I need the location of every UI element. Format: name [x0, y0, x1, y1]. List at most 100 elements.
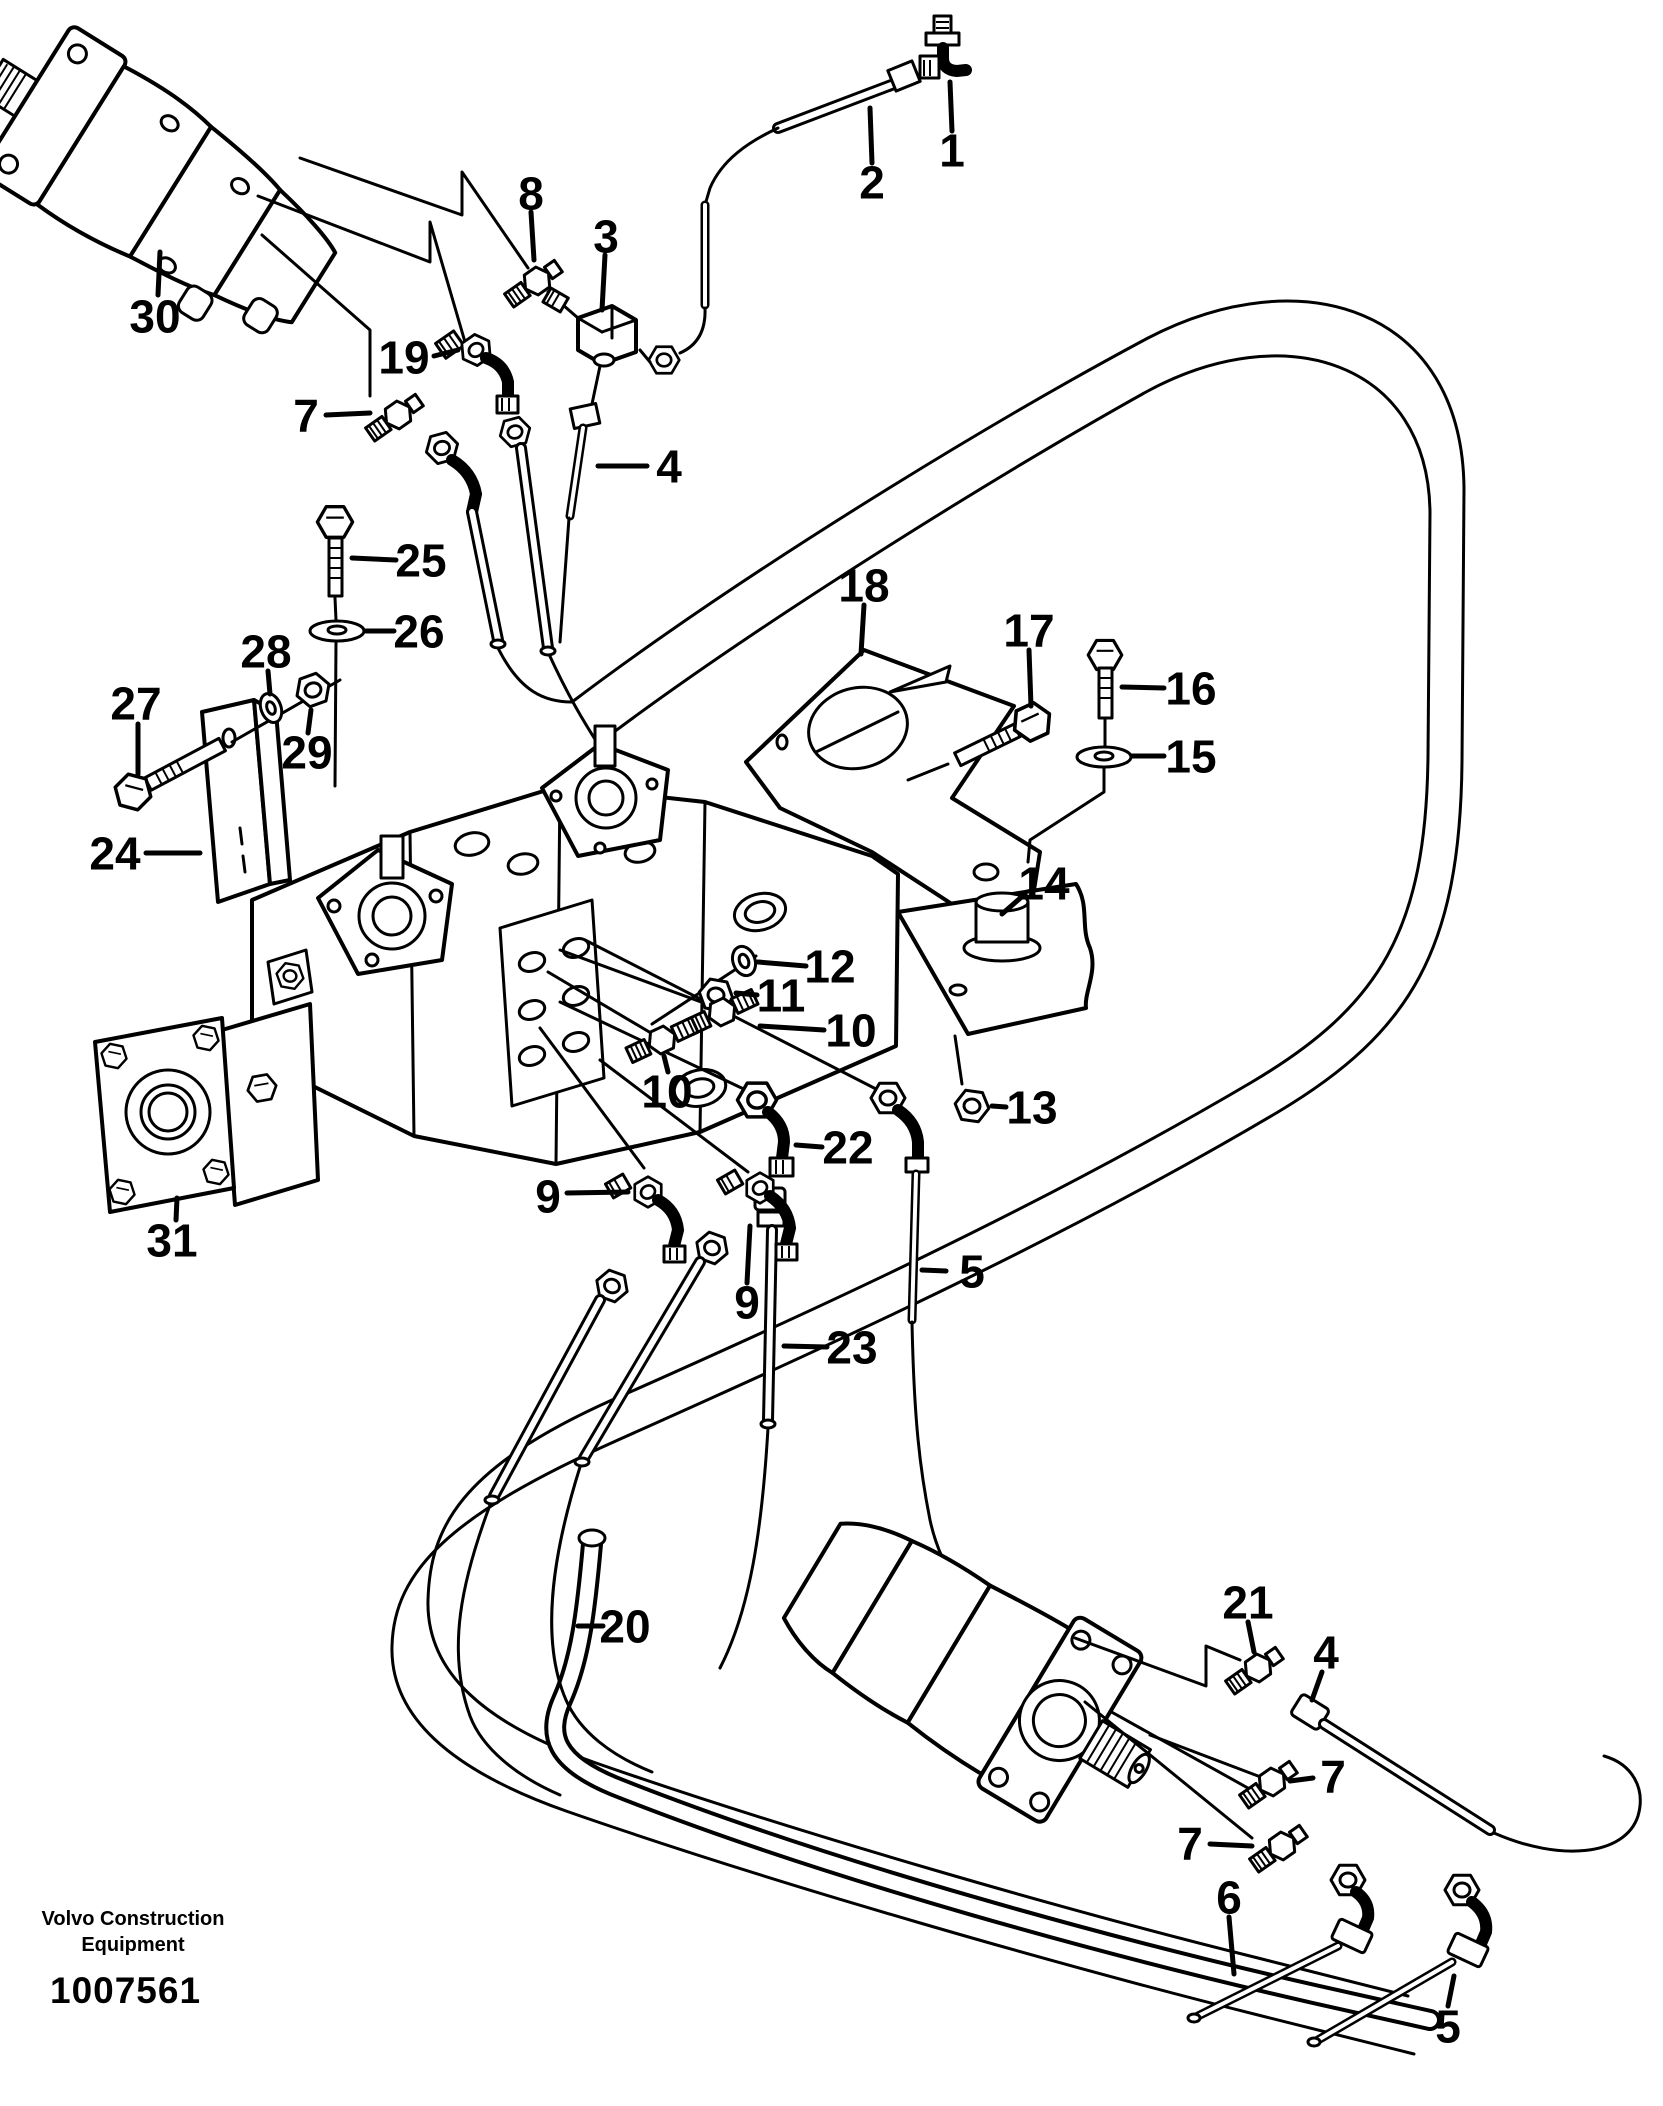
callout-28-leader [265, 668, 273, 697]
washer-15 [1026, 745, 1133, 864]
callout-5a-number: 5 [959, 1246, 985, 1298]
callout-8: 8 [518, 168, 544, 263]
callout-15: 15 [1129, 731, 1217, 783]
callout-22-leader [793, 1142, 825, 1150]
bracket-24 [200, 698, 292, 904]
callout-30-number: 30 [129, 291, 180, 343]
footer: Volvo Construction Equipment 1007561 [28, 1906, 238, 2012]
callout-3-number: 3 [593, 211, 619, 263]
callout-14-leader [999, 891, 1028, 917]
hose-20 [544, 1528, 1441, 2031]
callout-11-leader [733, 990, 760, 998]
callout-18-number: 18 [838, 560, 889, 612]
pipe-5-lower [1306, 1873, 1493, 2048]
callout-23-leader [781, 1343, 830, 1350]
callout-3-leader [599, 252, 608, 313]
callout-10a-leader [757, 1023, 827, 1033]
callout-13-number: 13 [1006, 1082, 1057, 1134]
callout-25: 25 [349, 535, 447, 587]
callout-26-number: 26 [393, 606, 444, 658]
callout-17-leader [1026, 647, 1034, 709]
hose-from-9-left [456, 1265, 634, 1797]
callout-12-number: 12 [804, 941, 855, 993]
callout-30-leader [155, 249, 163, 298]
callout-5a-leader [919, 1267, 949, 1274]
callout-4b-number: 4 [1313, 1627, 1339, 1679]
washer-12 [730, 944, 758, 978]
callout-7b-number: 7 [1320, 1751, 1346, 1803]
tee-fitting-3 [541, 286, 681, 375]
callout-7a-number: 7 [293, 390, 319, 442]
callout-16-number: 16 [1165, 663, 1216, 715]
mount-plate-14 [896, 882, 1095, 1086]
tee-3-lower-line [590, 364, 602, 406]
callout-4a: 4 [595, 441, 682, 493]
fitting-7-right-upper [1235, 1755, 1302, 1813]
hose-from-9-right [550, 1227, 734, 1774]
callout-2-leader [867, 105, 875, 166]
callout-1-number: 1 [939, 125, 965, 177]
callout-7c-number: 7 [1177, 1818, 1203, 1870]
pump-30 [0, 25, 338, 335]
elbow-22 [735, 1081, 795, 1178]
bolt-17 [906, 696, 1059, 782]
washer-28 [258, 691, 284, 725]
callout-27-number: 27 [110, 678, 161, 730]
callout-16-leader [1119, 684, 1167, 691]
hose-23 [718, 1186, 787, 1670]
callout-23-number: 23 [826, 1322, 877, 1374]
callout-12-leader [755, 959, 809, 969]
gear-pump-31 [93, 1002, 320, 1214]
callout-6-leader [1226, 1914, 1237, 1977]
callout-31: 31 [146, 1195, 198, 1267]
fitting-7-upper [361, 388, 428, 446]
callout-6: 6 [1216, 1872, 1242, 1977]
callout-7b: 7 [1287, 1751, 1346, 1803]
callout-23: 23 [781, 1322, 878, 1374]
callout-4b-leader [1309, 1669, 1325, 1703]
callout-11: 11 [733, 970, 806, 1022]
callout-10b: 10 [641, 1053, 693, 1118]
pipe-4-upper [558, 402, 602, 644]
callout-20-number: 20 [599, 1601, 650, 1653]
callout-26: 26 [363, 606, 445, 658]
callout-10a-number: 10 [825, 1005, 876, 1057]
callout-5a: 5 [919, 1246, 985, 1298]
callout-22: 22 [793, 1122, 874, 1174]
nut-13 [951, 1087, 993, 1125]
fitting-7-right-lower [1245, 1819, 1312, 1877]
callout-11-number: 11 [757, 970, 806, 1022]
callout-1: 1 [939, 79, 965, 177]
elbow-9-left [603, 1171, 687, 1264]
callout-15-number: 15 [1165, 731, 1216, 783]
callout-29-leader [305, 707, 314, 736]
callout-10a: 10 [757, 1005, 877, 1057]
callout-24-number: 24 [89, 828, 141, 880]
figure-number: 1007561 [50, 1970, 202, 2011]
callout-17: 17 [1003, 605, 1055, 709]
callout-8-number: 8 [518, 168, 544, 220]
callout-9b: 9 [734, 1223, 760, 1329]
callout-27: 27 [110, 678, 162, 777]
callout-19-number: 19 [378, 332, 429, 384]
callout-16: 16 [1119, 663, 1217, 715]
callout-31-number: 31 [146, 1215, 197, 1267]
callout-30: 30 [129, 249, 181, 343]
callout-1-leader [947, 79, 955, 134]
port-leader-lines-lower [1073, 1636, 1260, 1840]
callout-25-number: 25 [395, 535, 446, 587]
callout-5b: 5 [1435, 1973, 1461, 2053]
callout-13: 13 [989, 1082, 1058, 1134]
callout-19: 19 [378, 332, 461, 384]
callout-10b-number: 10 [641, 1066, 692, 1118]
elbow-fitting-1 [918, 14, 972, 80]
washer-26 [308, 619, 366, 788]
hose-4-lower [1290, 1693, 1642, 1853]
callout-31-leader [173, 1195, 180, 1223]
callout-28-number: 28 [240, 626, 291, 678]
callout-20: 20 [575, 1601, 651, 1653]
callout-layer: 1234819730252628272924181716151412111010… [89, 79, 1461, 2053]
bolt-27 [109, 678, 342, 814]
